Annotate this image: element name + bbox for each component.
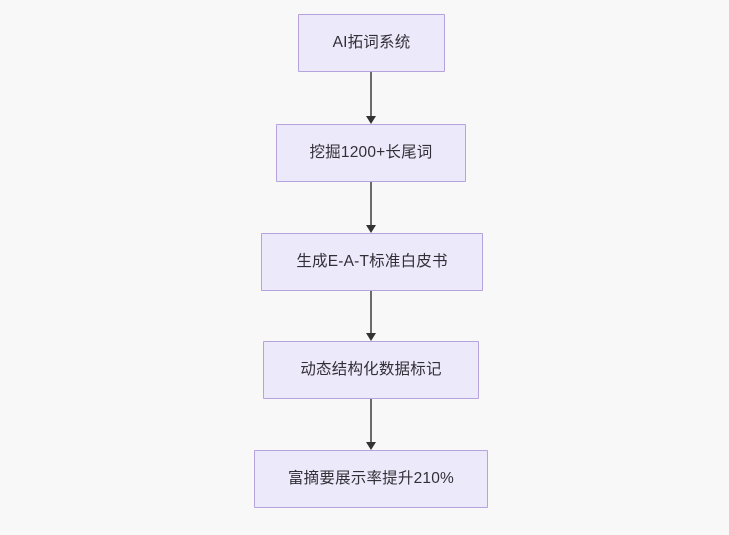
flowchart-node-structured-data-markup[interactable]: 动态结构化数据标记 <box>263 341 479 399</box>
flowchart-node-label: 动态结构化数据标记 <box>300 361 442 379</box>
arrow-down-icon <box>365 333 376 341</box>
flowchart-node-label: 生成E-A-T标准白皮书 <box>296 253 448 271</box>
flowchart-node-label: AI拓词系统 <box>332 34 411 52</box>
flowchart-node-ai-keyword-system[interactable]: AI拓词系统 <box>298 14 445 72</box>
flowchart-node-rich-snippet-result[interactable]: 富摘要展示率提升210% <box>254 450 488 508</box>
arrow-down-icon <box>365 442 376 450</box>
flowchart-edge-3 <box>370 291 372 333</box>
flowchart-node-label: 挖掘1200+长尾词 <box>309 144 433 162</box>
arrow-down-icon <box>365 116 376 124</box>
arrow-down-icon <box>365 225 376 233</box>
flowchart-edge-4 <box>370 399 372 442</box>
flowchart-edge-2 <box>370 182 372 225</box>
flowchart-node-label: 富摘要展示率提升210% <box>287 470 455 488</box>
flowchart-node-longtail-keywords[interactable]: 挖掘1200+长尾词 <box>276 124 466 182</box>
flowchart-node-eat-whitepaper[interactable]: 生成E-A-T标准白皮书 <box>261 233 483 291</box>
flowchart-edge-1 <box>370 72 372 116</box>
